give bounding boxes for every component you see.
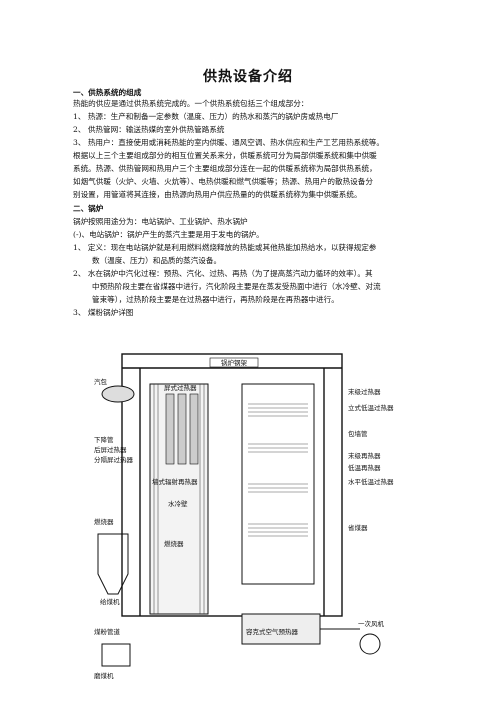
boiler-frame (121, 353, 343, 617)
label-coal-mill: 磨煤机 (94, 671, 114, 680)
section-heading-heating-system: 一、供热系统的组成 (73, 88, 142, 97)
label-wall-tubes: 包墙管 (348, 429, 368, 438)
label-air-preheater: 容克式空气预热器 (246, 627, 299, 636)
air-preheater (241, 613, 321, 645)
label-burner-left: 燃烧器 (94, 517, 114, 526)
label-wall-radiant-reheater: 墙式辐射再热器 (152, 477, 198, 486)
label-lt-reheater: 低温再热器 (348, 463, 381, 472)
list-item: 1、 定义：现在电站锅炉就是利用燃料燃烧释放的热能或其他热能加热给水，以获得规定… (73, 243, 377, 252)
label-downcomer: 下降管 (94, 435, 114, 444)
paragraph: 锅炉按照用途分为：电站锅炉、工业锅炉、热水锅炉 (73, 217, 248, 226)
pulverized-coal-boiler-diagram: 锅炉钢架 汽包 下降管 后屏过热器 分隔屏过热器 燃烧器 煤粉管道 磨煤机 给煤… (94, 353, 394, 680)
platen-superheater (165, 393, 199, 465)
coal-hopper (97, 533, 131, 667)
label-horizontal-lt-superheater: 水平低温过热器 (348, 477, 394, 486)
label-platen-superheater: 屏式过热器 (164, 383, 197, 392)
list-item-continuation: 中预热阶段主要在省煤器中进行，汽化阶段主要是在蒸发受热面中进行（水冷壁、对流 (92, 282, 381, 291)
label-division-platen-superheater: 分隔屏过热器 (94, 455, 134, 464)
label-final-superheater: 末级过热器 (348, 387, 381, 396)
primary-fan (359, 633, 381, 655)
list-item-continuation: 管束等），过热阶段主要是在过热器中进行，再热阶段是在再热器中进行。 (92, 295, 339, 304)
paragraph: (-)、电站锅炉：锅炉产生的蒸汽主要是用于发电的锅炉。 (73, 230, 264, 239)
list-item: 2、 水在锅炉中汽化过程：预热、汽化、过热、再热（为了提高蒸汽动力循环的效率）。… (73, 269, 373, 278)
paragraph: 热能的供应是通过供热系统完成的。一个供热系统包括三个组成部分： (73, 99, 309, 108)
list-item: 3、 热用户：直接使用或消耗热能的室内供暖、通风空调、热水供应和生产工艺用热系统… (73, 138, 384, 147)
label-primary-fan: 一次风机 (358, 619, 385, 628)
label-final-reheater: 末级再热器 (348, 451, 381, 460)
document-title: 供热设备介绍 (203, 69, 293, 85)
list-item-continuation: 数（温度、压力）和品质的蒸汽设备。 (92, 256, 222, 265)
section-heading-boiler: 二、锅炉 (73, 204, 104, 213)
label-burner-center: 燃烧器 (164, 539, 184, 548)
label-coal-pipe: 煤粉管道 (94, 627, 121, 636)
paragraph: 根据以上三个主要组成部分的相互位置关系来分，供暖系统可分为局部供暖系统和集中供暖 (73, 151, 377, 160)
label-rear-platen-superheater: 后屏过热器 (94, 445, 127, 454)
list-item: 3、 煤粉锅炉详图 (73, 308, 134, 317)
paragraph: 别设置，用管道将其连接，由热源向热用户供应热量的的供暖系统称为集中供暖系统。 (73, 190, 362, 199)
label-coal-feeder: 给煤机 (100, 597, 120, 606)
paragraph: 系统。热源、供热管网和热用户三个主要组成部分连在一起的供暖系统称为局部供热系统， (73, 164, 377, 173)
label-drum: 汽包 (94, 377, 108, 386)
paragraph: 如烟气供暖（火炉、火墙、火炕等）、电热供暖和燃气供暖等；热源、热用户的散热设备分 (73, 177, 373, 186)
label-steel-frame: 锅炉钢架 (221, 358, 248, 367)
furnace-walls (149, 383, 209, 615)
label-economizer: 省煤器 (348, 523, 368, 532)
convective-tube-banks (248, 403, 308, 537)
label-water-wall: 水冷壁 (168, 499, 188, 508)
label-vertical-lt-superheater: 立式低温过热器 (348, 403, 394, 412)
list-item: 2、 供热管网：输送热媒的室外供热管路系统 (73, 125, 225, 134)
steam-drum (101, 385, 135, 403)
list-item: 1、 热源：生产和制备一定参数（温度、压力）的热水和蒸汽的锅炉房或热电厂 (73, 112, 339, 121)
